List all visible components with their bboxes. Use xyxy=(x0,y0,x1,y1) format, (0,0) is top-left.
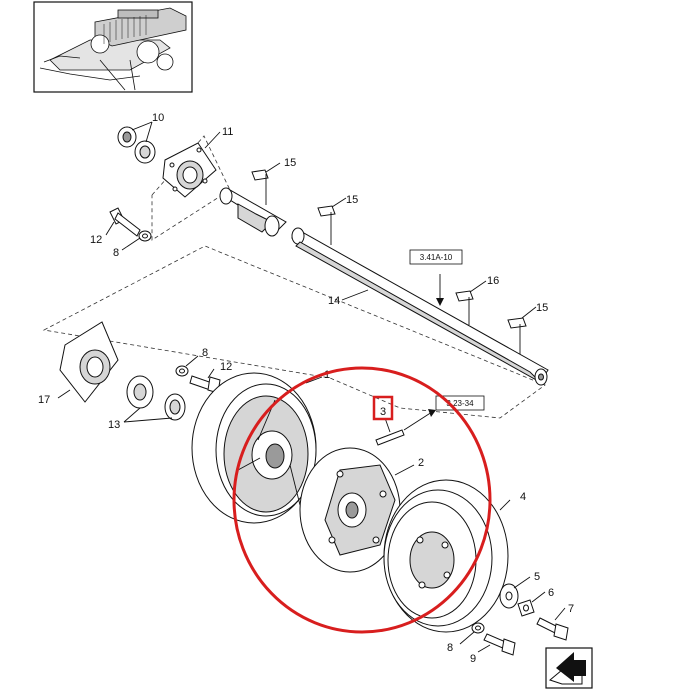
hub-flange-2[interactable] xyxy=(299,447,401,573)
key-16[interactable] xyxy=(455,290,474,325)
main-shaft-14[interactable] xyxy=(291,227,549,386)
bolt-7[interactable] xyxy=(536,617,569,641)
callout-3: 3 xyxy=(380,406,386,418)
bolt-9[interactable] xyxy=(483,633,516,656)
callout-labels: 10 11 15 15 12 8 16 15 14 8 12 17 13 1 2… xyxy=(38,112,574,665)
callout-15-b: 15 xyxy=(346,194,358,206)
callout-16: 16 xyxy=(487,275,499,287)
callout-10: 10 xyxy=(152,112,164,124)
callout-17: 17 xyxy=(38,394,50,406)
callout-13: 13 xyxy=(108,419,120,431)
pulley-4[interactable] xyxy=(383,479,509,633)
nut-6[interactable] xyxy=(517,599,535,617)
reference-label-mid: 3.23-34 xyxy=(446,399,474,408)
bolt-12-upper[interactable] xyxy=(109,207,141,237)
callout-2: 2 xyxy=(418,457,424,469)
callout-1: 1 xyxy=(324,369,330,381)
flange-bearing-housing-11[interactable] xyxy=(162,142,217,198)
washer-8-lower[interactable] xyxy=(471,622,485,634)
bearing-10[interactable] xyxy=(117,126,156,164)
key-15-a[interactable] xyxy=(251,169,269,205)
next-page-arrow-icon[interactable] xyxy=(545,647,593,689)
reference-label-top: 3.41A-10 xyxy=(420,253,453,262)
washer-5[interactable] xyxy=(499,583,519,609)
callout-7: 7 xyxy=(568,603,574,615)
callout-12-middle: 12 xyxy=(220,361,232,373)
lower-assembly-frame xyxy=(42,245,546,419)
highlight-box-callout-3[interactable] xyxy=(372,395,394,421)
callout-4: 4 xyxy=(520,491,526,503)
callout-8-lower: 8 xyxy=(447,642,453,654)
reference-box-mid[interactable]: 3.23-34 xyxy=(435,395,485,411)
highlight-ring xyxy=(232,366,492,634)
pulley-1[interactable] xyxy=(191,372,317,524)
callout-15-c: 15 xyxy=(536,302,548,314)
flange-bearing-housing-17[interactable] xyxy=(59,321,119,403)
key-15-c[interactable] xyxy=(507,317,527,355)
callout-5: 5 xyxy=(534,571,540,583)
callout-6: 6 xyxy=(548,587,554,599)
callout-8-middle: 8 xyxy=(202,347,208,359)
callout-11: 11 xyxy=(222,126,233,138)
callout-12-upper: 12 xyxy=(90,234,102,246)
callout-15-a: 15 xyxy=(284,157,296,169)
reference-box-top[interactable]: 3.41A-10 xyxy=(409,249,463,265)
key-3[interactable] xyxy=(375,429,405,446)
key-15-b[interactable] xyxy=(317,205,336,245)
stub-shaft[interactable] xyxy=(219,187,287,237)
callout-14: 14 xyxy=(328,295,340,307)
callout-9: 9 xyxy=(470,653,476,665)
callout-8-upper: 8 xyxy=(113,247,119,259)
bearing-13[interactable] xyxy=(126,375,186,421)
washer-8-upper[interactable] xyxy=(138,230,152,242)
leader-lines xyxy=(57,121,566,653)
machine-overview-thumbnail[interactable] xyxy=(33,1,193,93)
washer-8-middle[interactable] xyxy=(175,365,189,377)
